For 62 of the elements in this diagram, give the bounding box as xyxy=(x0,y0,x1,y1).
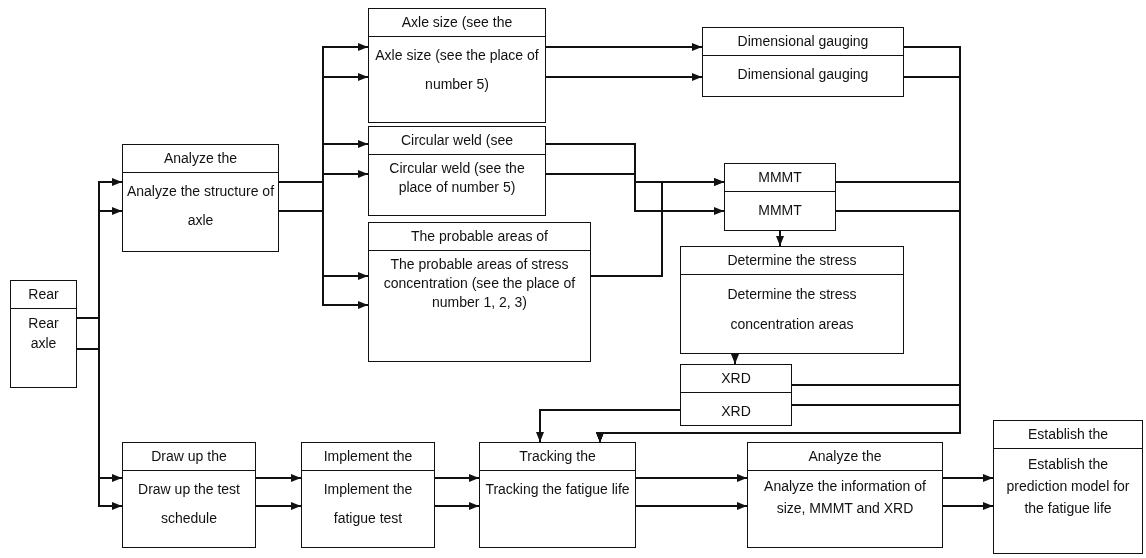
process-box xyxy=(122,442,256,548)
arrow xyxy=(635,502,748,510)
box-text: Axle size (see the place of number 5) xyxy=(374,46,540,94)
arrow xyxy=(255,502,302,510)
box-heading: MMMT xyxy=(725,164,835,192)
arrow xyxy=(278,210,369,309)
box-heading: Dimensional gauging xyxy=(703,28,903,56)
arrow xyxy=(434,502,480,510)
box-text: The probable areas of stress concentration (see the place of number 1, 2, 3) xyxy=(382,255,577,312)
box-text: Establish the prediction model for the fatigue life xyxy=(1005,455,1131,518)
box-text: Tracking the fatigue life xyxy=(484,480,631,499)
box-text: Draw up the test schedule xyxy=(137,480,241,528)
process-box xyxy=(993,420,1143,554)
process-box xyxy=(10,280,77,388)
box-heading: Circular weld (see xyxy=(369,127,545,155)
arrow xyxy=(545,173,725,215)
process-box xyxy=(680,246,904,354)
arrow xyxy=(278,181,369,280)
arrow xyxy=(596,404,961,443)
arrow xyxy=(76,348,123,510)
arrow xyxy=(942,474,994,482)
process-box xyxy=(680,364,792,426)
box-heading: The probable areas of xyxy=(369,223,590,251)
box-heading: Tracking the xyxy=(480,443,635,471)
arrow xyxy=(76,317,123,482)
arrow xyxy=(545,73,703,81)
box-heading: Axle size (see the xyxy=(369,9,545,37)
box-text: Analyze the structure of axle xyxy=(125,182,276,230)
arrow xyxy=(434,474,480,482)
box-heading: Establish the xyxy=(994,421,1142,449)
arrow xyxy=(731,353,739,365)
box-text: Rear axle xyxy=(27,314,60,353)
arrow xyxy=(590,178,725,277)
box-heading: Analyze the xyxy=(748,443,942,471)
box-text: MMMT xyxy=(757,201,803,220)
process-box xyxy=(747,442,943,548)
process-box xyxy=(368,126,546,216)
process-box xyxy=(724,163,836,231)
process-box xyxy=(368,8,546,123)
process-box xyxy=(122,144,279,252)
box-text: XRD xyxy=(720,402,752,421)
process-box xyxy=(301,442,435,548)
arrow xyxy=(255,474,302,482)
process-box xyxy=(702,27,904,97)
box-heading: XRD xyxy=(681,365,791,393)
box-heading: Determine the stress xyxy=(681,247,903,275)
arrow xyxy=(536,409,681,443)
box-heading: Analyze the xyxy=(123,145,278,173)
process-box xyxy=(368,222,591,362)
arrow xyxy=(776,230,784,247)
box-text: Determine the stress concentration areas xyxy=(726,285,858,334)
box-text: Analyze the information of size, MMMT and XRD xyxy=(763,477,927,518)
arrow xyxy=(545,43,703,51)
box-text: Dimensional gauging xyxy=(736,65,870,84)
arrow xyxy=(942,502,994,510)
box-text: Implement the fatigue test xyxy=(322,480,414,528)
box-heading: Draw up the xyxy=(123,443,255,471)
box-heading: Rear xyxy=(11,281,76,309)
box-heading: Implement the xyxy=(302,443,434,471)
process-box xyxy=(479,442,636,548)
box-text: Circular weld (see the place of number 5) xyxy=(388,159,526,197)
arrow xyxy=(635,474,748,482)
